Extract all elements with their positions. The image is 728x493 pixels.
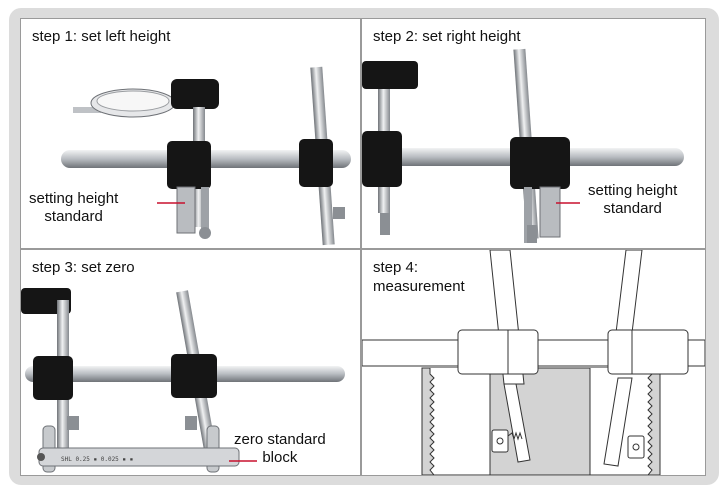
clamp-block-icon — [167, 139, 333, 189]
step-3-callout: zero standard block — [234, 431, 326, 466]
step-1-callout: setting height standard — [29, 190, 119, 225]
step-3-photo: SHL 0.25 ▪ 0.025 ▪ ▪ — [21, 288, 345, 473]
panel-step-4: step 4: measurement — [361, 249, 706, 476]
step-2-callout: setting height standard — [588, 182, 678, 217]
step-4-diagram — [362, 250, 705, 475]
step-3-label: step 3: set zero — [32, 259, 135, 276]
height-standard-icon — [176, 186, 345, 239]
step-2-photo — [362, 48, 684, 243]
panel-step-2: step 2: set right height setting height … — [361, 18, 706, 249]
dial-gauge-icon — [73, 79, 219, 118]
panel-step-1: step 1: set left height — [20, 18, 361, 249]
step-2-label: step 2: set right height — [373, 28, 521, 45]
panel-step-3: step 3: set zero SHL 0.25 ▪ 0.025 ▪ ▪ — [20, 249, 361, 476]
step-1-photo — [61, 66, 351, 246]
svg-text:SHL 0.25 ▪ 0.025 ▪ ▪: SHL 0.25 ▪ 0.025 ▪ ▪ — [61, 456, 133, 463]
step-1-label: step 1: set left height — [32, 28, 171, 45]
step-4-label: step 4: measurement — [373, 259, 465, 295]
zero-block-icon: SHL 0.25 ▪ 0.025 ▪ ▪ — [37, 416, 240, 473]
